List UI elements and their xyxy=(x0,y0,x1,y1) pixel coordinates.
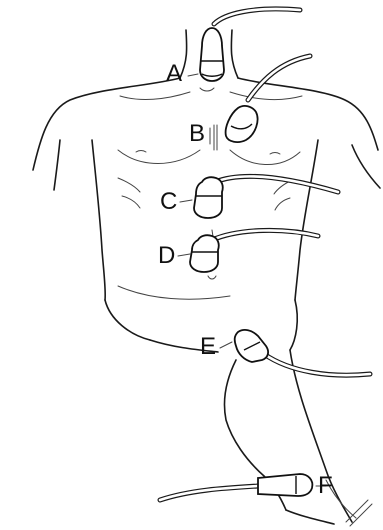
probe-f xyxy=(258,474,312,496)
probe-b xyxy=(226,106,258,142)
label-f: F xyxy=(318,472,333,499)
label-b: B xyxy=(189,120,205,147)
label-c: C xyxy=(160,188,177,215)
probe-c xyxy=(194,177,223,218)
label-d: D xyxy=(158,242,175,269)
label-a: A xyxy=(166,60,182,87)
label-e: E xyxy=(200,333,216,360)
probe-d xyxy=(190,235,219,272)
probe-a xyxy=(200,28,224,81)
probe-e xyxy=(235,330,268,362)
